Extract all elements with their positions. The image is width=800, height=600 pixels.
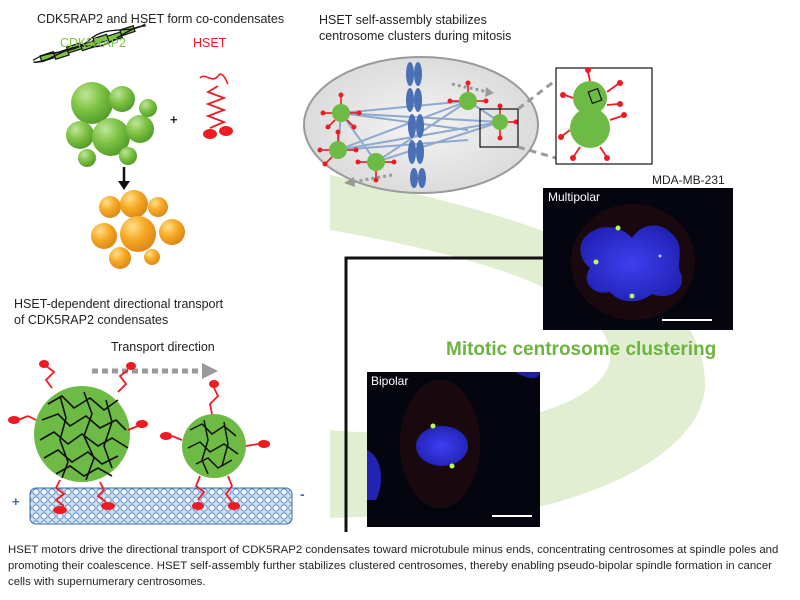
- mitotic-cell: [303, 56, 539, 194]
- minus-end-label: -: [300, 486, 305, 502]
- zoom-inset: [555, 67, 653, 165]
- centrosomes: [317, 80, 519, 183]
- multipolar-micrograph: [543, 188, 733, 330]
- hset-motor-icon: [199, 73, 233, 139]
- stabilization-title-line2: centrosome clusters during mitosis: [319, 29, 512, 43]
- cell-line-label: MDA-MB-231: [652, 173, 725, 187]
- bipolar-micrograph: [367, 372, 540, 527]
- transport-title-line1: HSET-dependent directional transport: [14, 297, 224, 311]
- cdk5rap2-droplets: [66, 82, 157, 167]
- frame-bracket: [344, 256, 543, 532]
- down-arrow-icon: [118, 167, 130, 190]
- chromosomes: [406, 62, 426, 188]
- co-condensate-droplets: [91, 190, 185, 269]
- plus-sign: +: [170, 112, 178, 127]
- multipolar-label: Multipolar: [548, 190, 601, 204]
- cdk5rap2-filament-icon: [32, 23, 146, 64]
- large-condensate: [8, 360, 148, 514]
- bipolar-label: Bipolar: [371, 374, 409, 388]
- stabilization-title-line1: HSET self-assembly stabilizes: [319, 13, 487, 27]
- small-condensate: [160, 380, 270, 510]
- plus-end-label: +: [12, 494, 20, 509]
- zoom-connectors: [517, 78, 557, 160]
- transport-direction-label: Transport direction: [111, 340, 215, 354]
- clustering-label: Mitotic centrosome clustering: [446, 339, 717, 360]
- hset-label: HSET: [193, 36, 227, 50]
- figure-caption: HSET motors drive the directional transp…: [8, 544, 779, 588]
- co-condensate-title: CDK5RAP2 and HSET form co-condensates: [37, 12, 285, 26]
- transport-direction-arrow: [92, 363, 218, 379]
- cdk5rap2-label: CDK5RAP2: [60, 36, 126, 50]
- transport-title-line2: of CDK5RAP2 condensates: [14, 313, 169, 327]
- microtubule: [29, 487, 293, 525]
